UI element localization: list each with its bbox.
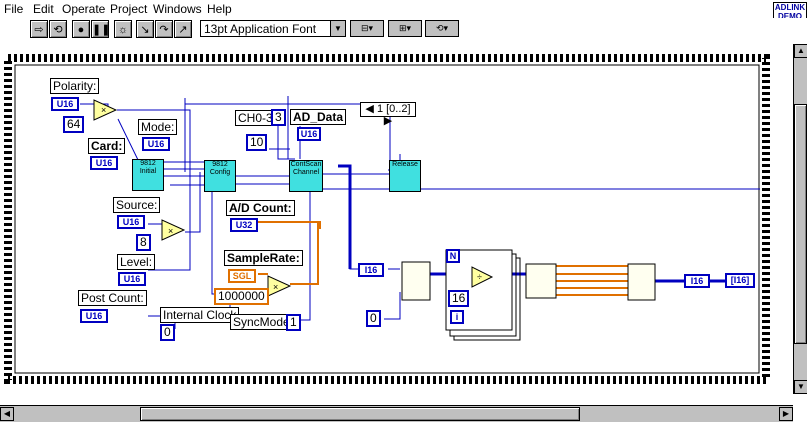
logo-line-1: ADLINK [774, 3, 806, 12]
i16-output-conversion[interactable]: I16 [684, 274, 710, 288]
channel-label: CH0-3 [235, 110, 276, 126]
svg-text:×: × [101, 105, 106, 115]
logo-line-2: DEMO [778, 12, 802, 21]
sync-constant[interactable]: 1 [286, 314, 301, 331]
scroll-left-icon[interactable]: ◀ [0, 407, 14, 421]
chevron-down-icon[interactable]: ▼ [330, 21, 345, 36]
step-out-icon[interactable]: ↗ [174, 20, 192, 38]
run-arrow-icon[interactable]: ⇨ [30, 20, 48, 38]
menu-edit[interactable]: Edit [33, 2, 54, 16]
menu-operate[interactable]: Operate [62, 2, 106, 16]
menu-project[interactable]: Project [110, 2, 148, 16]
config-node[interactable]: 9812 Config [204, 160, 236, 192]
svg-text:÷: ÷ [477, 272, 482, 282]
diagram-wires: × × × ÷ [4, 54, 770, 384]
pause-icon[interactable]: ❚❚ [91, 20, 110, 38]
sample-rate-terminal[interactable]: SGL [228, 269, 256, 283]
menu-help[interactable]: Help [207, 2, 232, 16]
loop-constant[interactable]: 0 [366, 310, 381, 327]
loop-count-terminal[interactable]: N [446, 249, 460, 263]
ad-data-label: AD_Data [290, 109, 347, 125]
post-count-terminal[interactable]: U16 [80, 309, 108, 323]
abort-icon[interactable]: ● [72, 20, 90, 38]
ad-count-label: A/D Count: [226, 200, 295, 216]
i16-conversion[interactable]: I16 [358, 263, 384, 277]
polarity-terminal[interactable]: U16 [51, 97, 79, 111]
font-select[interactable]: 13pt Application Font ▼ [200, 20, 346, 37]
align-objects-button[interactable]: ⊟▾ [350, 20, 384, 37]
horizontal-scroll-thumb[interactable] [140, 407, 580, 421]
sample-rate-label: SampleRate: [224, 250, 303, 266]
horizontal-scrollbar[interactable]: ◀ ▶ [0, 405, 793, 422]
distribute-objects-button[interactable]: ⊞▾ [388, 20, 422, 37]
scroll-up-icon[interactable]: ▲ [794, 44, 807, 58]
source-terminal[interactable]: U16 [117, 215, 145, 229]
post-count-label: Post Count: [78, 290, 147, 306]
menu-file[interactable]: File [4, 2, 24, 16]
output-array-terminal[interactable]: [I16] [725, 273, 755, 288]
svg-text:×: × [273, 282, 278, 292]
clock-constant[interactable]: 0 [160, 324, 175, 341]
run-continuous-icon[interactable]: ⟲ [49, 20, 67, 38]
step-over-icon[interactable]: ↷ [155, 20, 173, 38]
block-diagram: × × × ÷ ◀ 1 [0..2] ▶ Polarity: U16 64 Ca… [0, 44, 793, 392]
ad-value-constant[interactable]: 10 [246, 134, 268, 151]
step-into-icon[interactable]: ↘ [136, 20, 154, 38]
channel-constant[interactable]: 3 [271, 109, 286, 126]
internal-clock-label: Internal Clock [160, 307, 240, 323]
ad-count-terminal[interactable]: U32 [230, 218, 258, 232]
contscan-node[interactable]: ContScan Channel [289, 160, 323, 192]
svg-text:×: × [168, 226, 173, 236]
sequence-selector[interactable]: ◀ 1 [0..2] ▶ [360, 102, 416, 127]
ad-data-terminal[interactable]: U16 [297, 127, 321, 141]
sample-rate-constant[interactable]: 1000000 [214, 288, 269, 305]
highlight-lightbulb-icon[interactable]: ☼ [114, 20, 132, 38]
polarity-label: Polarity: [50, 78, 100, 94]
mode-label: Mode: [138, 119, 178, 135]
initial-node[interactable]: 9812 Initial [132, 159, 164, 191]
font-select-value: 13pt Application Font [204, 22, 317, 36]
menu-windows[interactable]: Windows [153, 2, 202, 16]
level-terminal[interactable]: U16 [118, 272, 146, 286]
scroll-down-icon[interactable]: ▼ [794, 380, 807, 394]
reorder-button[interactable]: ⟲▾ [425, 20, 459, 37]
divider-constant[interactable]: 16 [448, 290, 470, 307]
vertical-scroll-thumb[interactable] [794, 104, 807, 344]
card-terminal[interactable]: U16 [90, 156, 118, 170]
sequence-value: 1 [0..2] [376, 103, 411, 115]
release-node[interactable]: Release [389, 160, 421, 192]
menu-bar: File Edit Operate Project Windows Help [0, 0, 772, 18]
vertical-scrollbar[interactable]: ▲ ▼ [793, 44, 807, 394]
sync-mode-label: SyncMode [230, 314, 293, 330]
toolbar: ⇨ ⟲ ● ❚❚ ☼ ↘ ↷ ↗ [0, 18, 807, 42]
source-label: Source: [113, 197, 161, 213]
mode-terminal[interactable]: U16 [142, 137, 170, 151]
polarity-constant[interactable]: 64 [63, 116, 85, 133]
loop-index-terminal[interactable]: i [450, 310, 464, 324]
scroll-right-icon[interactable]: ▶ [779, 407, 793, 421]
level-label: Level: [117, 254, 156, 270]
card-label: Card: [88, 138, 126, 154]
source-constant[interactable]: 8 [136, 234, 151, 251]
